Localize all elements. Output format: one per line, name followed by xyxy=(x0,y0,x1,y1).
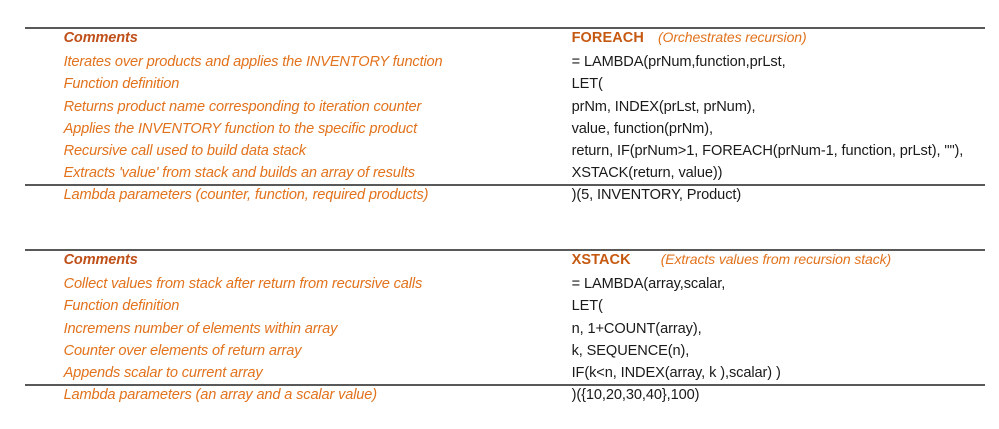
table-row: Appends scalar to current array IF(k<n, … xyxy=(25,340,985,381)
code-text: prNm, INDEX(prLst, prNum), xyxy=(571,98,756,115)
comment-text: Lambda parameters (counter, function, re… xyxy=(63,187,429,204)
comment-cell: Function definition xyxy=(25,273,533,340)
code-column-header: FOREACH (Orchestrates recursion) xyxy=(533,6,985,70)
table-row: Collect values from stack after return f… xyxy=(25,251,985,292)
function-name-foreach: FOREACH xyxy=(571,30,644,46)
code-text: = LAMBDA(prNum,function,prLst, xyxy=(571,54,786,71)
comments-header-label: Comments xyxy=(63,252,138,268)
comment-cell: Extracts 'value' from stack and builds a… xyxy=(25,140,533,207)
code-text: value, function(prNm), xyxy=(571,120,713,137)
code-text: return, IF(prNum>1, FOREACH(prNum-1, fun… xyxy=(571,142,964,159)
xstack-table: Comments XSTACK (Extracts values from rec… xyxy=(25,228,985,403)
code-cell: )(5, INVENTORY, Product) xyxy=(533,162,985,229)
code-text: k, SEQUENCE(n), xyxy=(571,342,690,359)
code-text: )(5, INVENTORY, Product) xyxy=(571,187,742,204)
header-divider-rule xyxy=(25,249,985,251)
table-row: Lambda parameters (an array and a scalar… xyxy=(25,362,985,403)
comments-column-header: Comments xyxy=(25,228,533,292)
table-bottom-rule xyxy=(25,384,985,387)
comment-cell: Iterates over products and applies the I… xyxy=(25,29,533,96)
comments-column-header: Comments xyxy=(25,6,533,70)
comment-cell: Recursive call used to build data stack xyxy=(25,118,533,185)
comment-cell: Function definition xyxy=(25,51,533,118)
function-description-xstack: (Extracts values from recursion stack) xyxy=(660,251,892,267)
code-cell: value, function(prNm), xyxy=(533,96,985,163)
document-page: Comments FOREACH (Orchestrates recursion)… xyxy=(25,6,985,403)
table-row: Extracts 'value' from stack and builds a… xyxy=(25,140,985,181)
comment-text: Collect values from stack after return f… xyxy=(63,276,423,293)
code-cell: XSTACK(return, value)) xyxy=(533,140,985,207)
code-cell: = LAMBDA(prNum,function,prLst, xyxy=(533,29,985,96)
code-cell: prNm, INDEX(prLst, prNum), xyxy=(533,73,985,140)
comment-text: Counter over elements of return array xyxy=(63,342,302,359)
comment-cell: Lambda parameters (counter, function, re… xyxy=(25,162,533,229)
code-cell: return, IF(prNum>1, FOREACH(prNum-1, fun… xyxy=(533,118,985,185)
code-column-header: XSTACK (Extracts values from recursion st… xyxy=(533,228,985,292)
comment-text: Recursive call used to build data stack xyxy=(63,142,307,159)
comment-text: Function definition xyxy=(63,298,180,315)
code-text: IF(k<n, INDEX(array, k ),scalar) ) xyxy=(571,364,781,381)
comments-header-label: Comments xyxy=(63,30,138,46)
code-text: )({10,20,30,40},100) xyxy=(571,387,700,404)
code-text: LET( xyxy=(571,298,603,315)
code-cell: k, SEQUENCE(n), xyxy=(533,318,985,385)
code-text: LET( xyxy=(571,76,603,93)
function-name-xstack: XSTACK xyxy=(571,252,631,268)
table-row: Returns product name corresponding to it… xyxy=(25,73,985,115)
code-cell: IF(k<n, INDEX(array, k ),scalar) ) xyxy=(533,340,985,407)
code-text: n, 1+COUNT(array), xyxy=(571,320,702,337)
table-row: Incremens number of elements within arra… xyxy=(25,295,985,337)
comment-cell: Returns product name corresponding to it… xyxy=(25,73,533,140)
code-text: = LAMBDA(array,scalar, xyxy=(571,276,726,293)
table-row: Applies the INVENTORY function to the sp… xyxy=(25,96,985,137)
comment-text: Iterates over products and applies the I… xyxy=(63,54,443,71)
comment-text: Lambda parameters (an array and a scalar… xyxy=(63,387,378,404)
code-cell: )({10,20,30,40},100) xyxy=(533,362,985,429)
comment-text: Appends scalar to current array xyxy=(63,364,263,381)
comment-cell: Counter over elements of return array xyxy=(25,318,533,385)
code-text: XSTACK(return, value)) xyxy=(571,165,723,182)
table-row: Counter over elements of return array k,… xyxy=(25,318,985,359)
foreach-table: Comments FOREACH (Orchestrates recursion)… xyxy=(25,6,985,203)
function-description-foreach: (Orchestrates recursion) xyxy=(657,29,807,45)
comment-text: Returns product name corresponding to it… xyxy=(63,98,422,115)
table-bottom-rule xyxy=(25,184,985,187)
table-header-row: Comments FOREACH (Orchestrates recursion) xyxy=(25,6,985,46)
table-row: Function definition LET( xyxy=(25,51,985,92)
table-header-row: Comments XSTACK (Extracts values from rec… xyxy=(25,228,985,268)
code-cell: = LAMBDA(array,scalar, xyxy=(533,251,985,318)
comment-cell: Incremens number of elements within arra… xyxy=(25,295,533,362)
code-cell: n, 1+COUNT(array), xyxy=(533,295,985,362)
comment-cell: Appends scalar to current array xyxy=(25,340,533,407)
code-cell: LET( xyxy=(533,51,985,118)
table-row: Iterates over products and applies the I… xyxy=(25,29,985,70)
code-cell: LET( xyxy=(533,273,985,340)
comment-cell: Collect values from stack after return f… xyxy=(25,251,533,318)
comment-cell: Applies the INVENTORY function to the sp… xyxy=(25,96,533,163)
table-row: Recursive call used to build data stack … xyxy=(25,118,985,159)
comment-text: Extracts 'value' from stack and builds a… xyxy=(63,165,415,182)
comment-text: Incremens number of elements within arra… xyxy=(63,320,338,337)
table-row: Function definition LET( xyxy=(25,273,985,314)
comment-text: Applies the INVENTORY function to the sp… xyxy=(63,120,418,137)
header-divider-rule xyxy=(25,27,985,29)
comment-cell: Lambda parameters (an array and a scalar… xyxy=(25,362,533,429)
comment-text: Function definition xyxy=(63,76,180,93)
table-row: Lambda parameters (counter, function, re… xyxy=(25,162,985,203)
